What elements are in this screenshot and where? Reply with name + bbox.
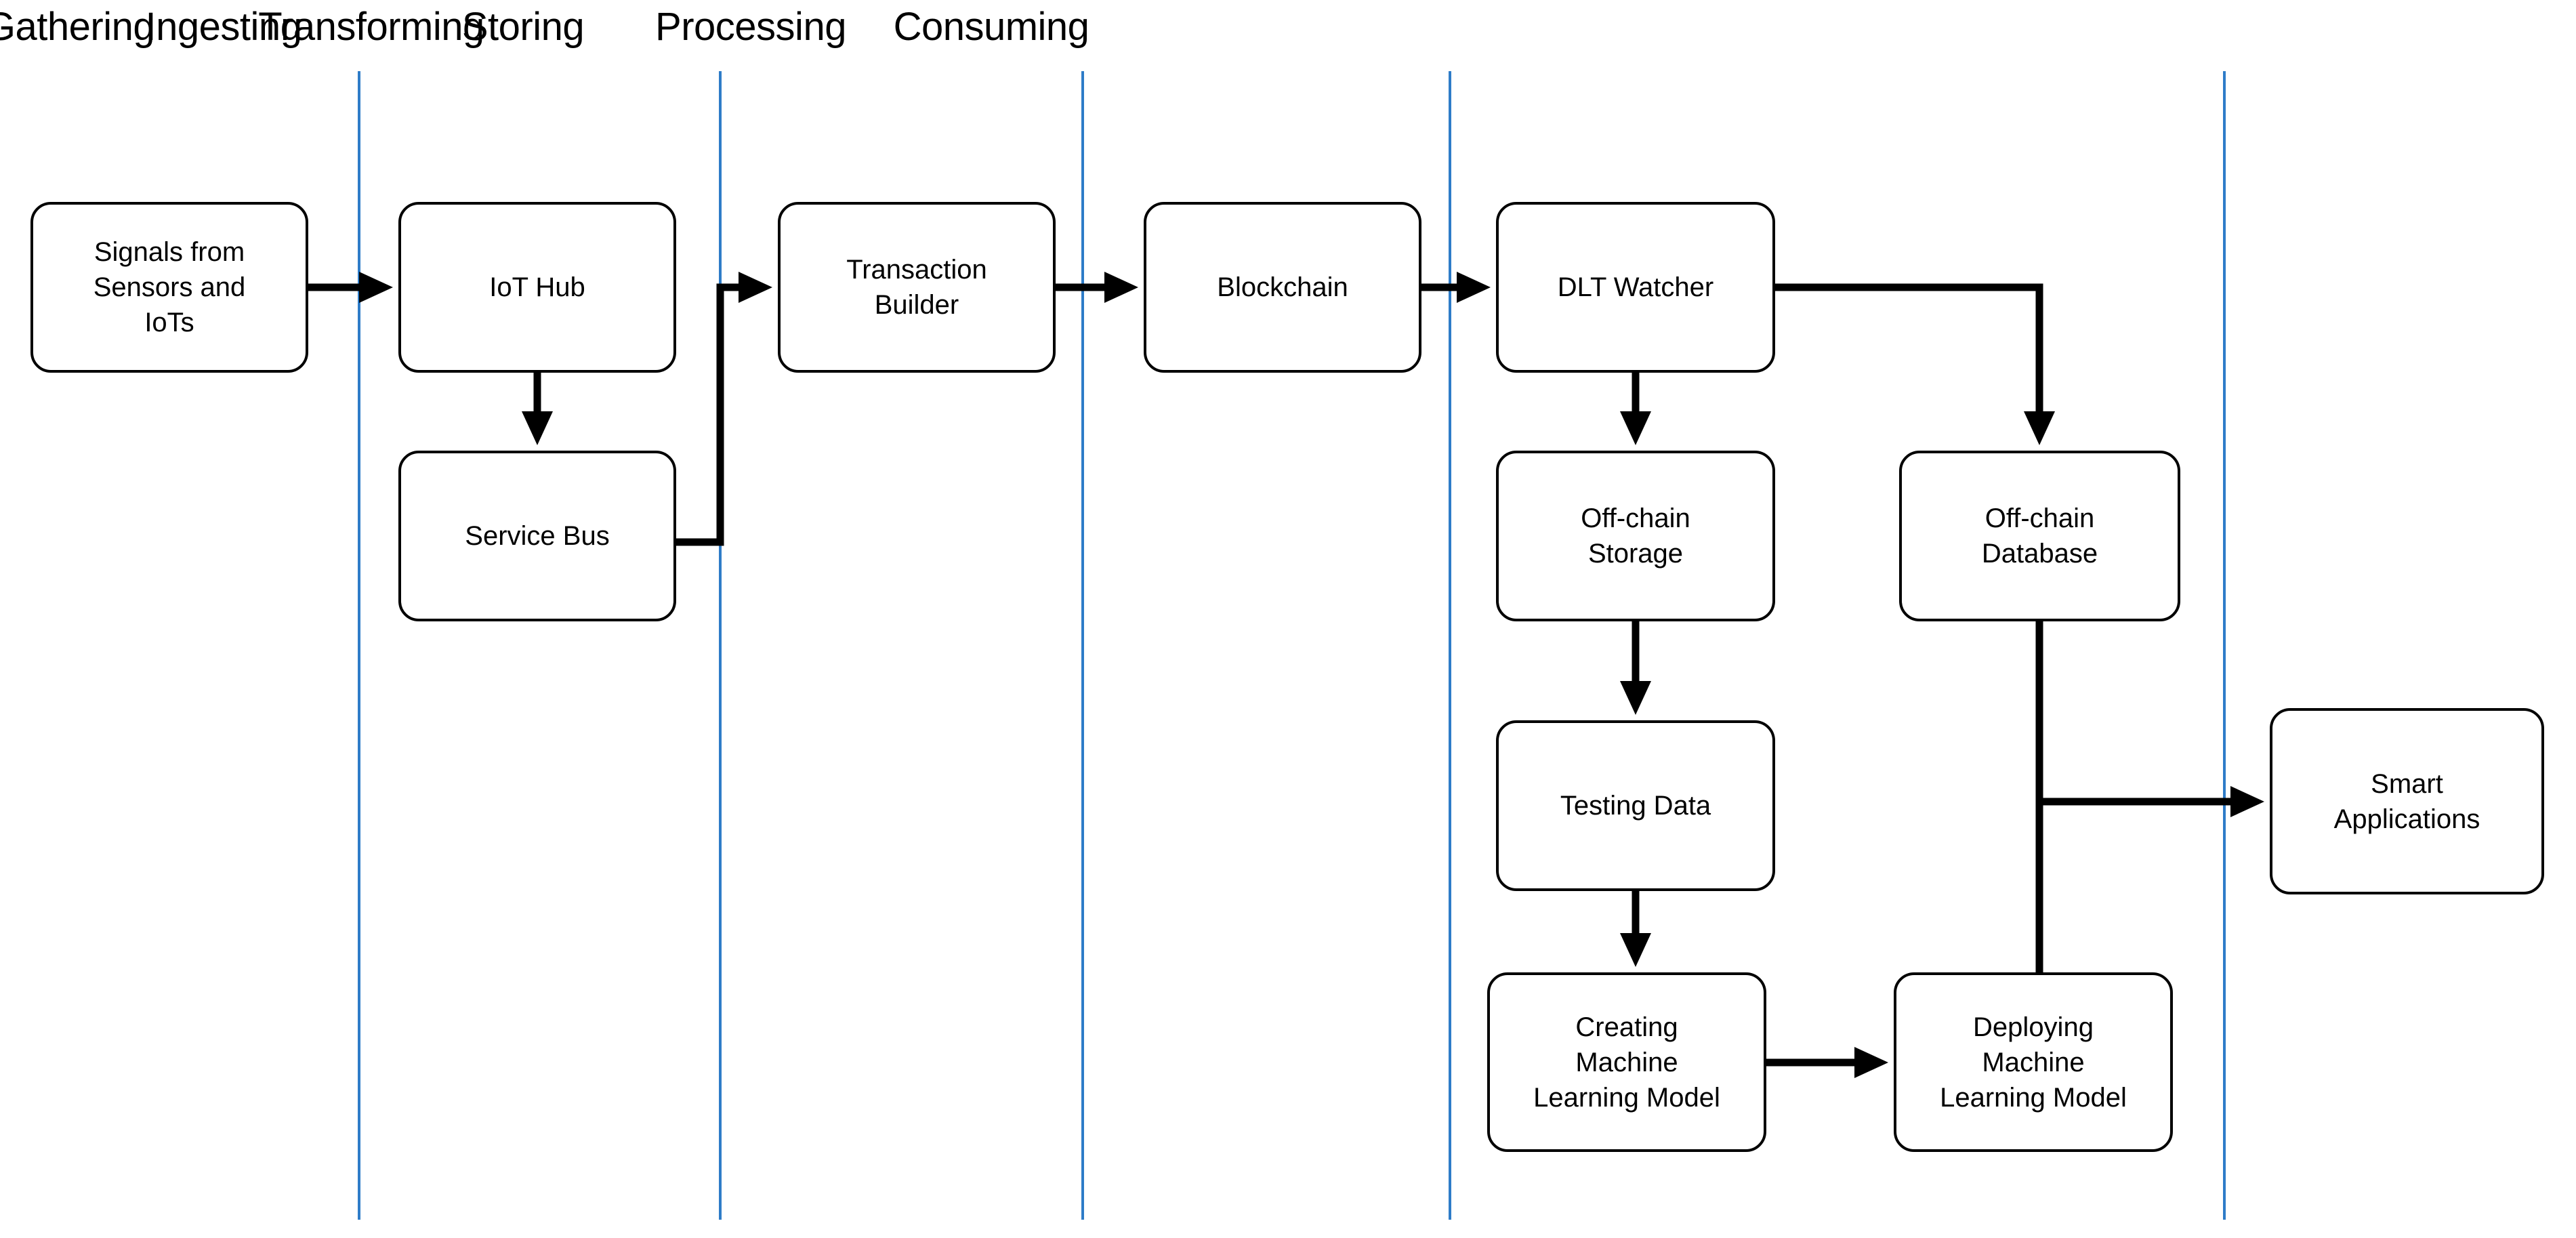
- node-deploying-ml[interactable]: Deploying Machine Learning Model: [1894, 972, 2173, 1152]
- node-blockchain[interactable]: Blockchain: [1144, 202, 1421, 373]
- arrowhead-blockchain-to-dlt: [1457, 272, 1491, 303]
- node-label-offchain-store: Off-chain Storage: [1581, 503, 1690, 569]
- node-label-blockchain: Blockchain: [1217, 272, 1348, 302]
- arrowhead-creating-to-deploying: [1854, 1047, 1888, 1078]
- node-label-creating-ml: Creating Machine Learning Model: [1533, 1012, 1720, 1113]
- connector-service-bus-to-tx: [676, 283, 739, 546]
- arrowhead-service-bus-to-tx: [739, 272, 772, 303]
- phase-label-processing: Processing: [655, 5, 846, 49]
- phase-label-consuming: Consuming: [893, 5, 1089, 49]
- arrowhead-testing-to-creating: [1620, 933, 1651, 967]
- node-tx-builder[interactable]: Transaction Builder: [778, 202, 1056, 373]
- node-label-signals: Signals from Sensors and IoTs: [93, 237, 246, 337]
- node-label-smart-apps: Smart Applications: [2333, 768, 2480, 834]
- arrowhead-signals-to-iot-hub: [359, 272, 393, 303]
- connector-group: [308, 272, 2264, 1078]
- node-label-testing-data: Testing Data: [1560, 791, 1711, 821]
- node-label-service-bus: Service Bus: [465, 521, 610, 551]
- node-creating-ml[interactable]: Creating Machine Learning Model: [1487, 972, 1766, 1152]
- node-testing-data[interactable]: Testing Data: [1496, 720, 1775, 891]
- phase-label-gathering: Gathering: [0, 5, 155, 49]
- phase-label-storing: Storing: [461, 5, 585, 49]
- node-label-dlt-watcher: DLT Watcher: [1557, 272, 1714, 302]
- node-signals[interactable]: Signals from Sensors and IoTs: [30, 202, 308, 373]
- node-dlt-watcher[interactable]: DLT Watcher: [1496, 202, 1775, 373]
- phase-divider-group: [358, 71, 2226, 1220]
- connector-dlt-to-offchain-db: [1775, 283, 2043, 411]
- node-label-offchain-db: Off-chain Database: [1981, 503, 2098, 569]
- node-label-tx-builder: Transaction Builder: [846, 255, 987, 320]
- arrowhead-store-to-testing: [1620, 681, 1651, 715]
- phase-label-transforming: Transforming: [258, 5, 484, 49]
- arrowhead-iot-hub-to-service-bus: [522, 411, 553, 445]
- node-offchain-store[interactable]: Off-chain Storage: [1496, 451, 1775, 621]
- node-label-iot-hub: IoT Hub: [489, 272, 585, 302]
- node-label-deploying-ml: Deploying Machine Learning Model: [1940, 1012, 2127, 1113]
- node-offchain-db[interactable]: Off-chain Database: [1899, 451, 2180, 621]
- phase-label-ingesting: Ingesting: [145, 5, 302, 49]
- node-iot-hub[interactable]: IoT Hub: [398, 202, 676, 373]
- arrowhead-dlt-to-offchain-db: [2024, 411, 2055, 445]
- arrowhead-dlt-to-offchain-store: [1620, 411, 1651, 445]
- node-smart-apps[interactable]: Smart Applications: [2270, 708, 2544, 894]
- node-service-bus[interactable]: Service Bus: [398, 451, 676, 621]
- arrowhead-tx-to-blockchain: [1104, 272, 1138, 303]
- arrowhead-db-to-smart-apps: [2230, 786, 2264, 817]
